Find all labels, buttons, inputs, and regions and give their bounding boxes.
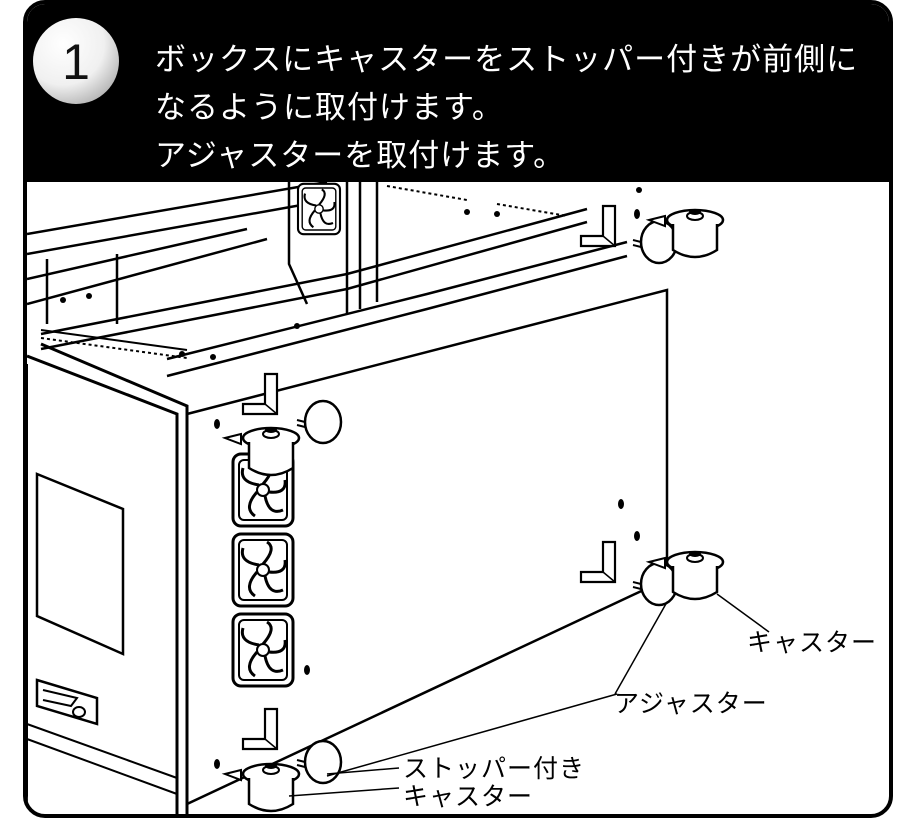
step-number-badge: 1 — [33, 18, 119, 104]
instruction-line-1: ボックスにキャスターをストッパー付きが前側に — [155, 42, 859, 78]
instruction-line-2: なるように取付けます。 — [155, 90, 504, 126]
stopper-caster-label-line2: キャスター — [403, 782, 534, 811]
step-number: 1 — [62, 34, 90, 90]
instruction-line-3: アジャスターを取付けます。 — [155, 138, 566, 174]
instruction-panel: 1 ボックスにキャスターをストッパー付きが前側に なるように取付けます。 アジャ… — [23, 0, 893, 818]
caster-label: キャスター — [747, 628, 878, 657]
adjuster-label: アジャスター — [614, 689, 768, 718]
instruction-header: 1 ボックスにキャスターをストッパー付きが前側に なるように取付けます。 アジャ… — [27, 4, 889, 182]
assembly-illustration — [27, 180, 770, 814]
stopper-caster-label-line1: ストッパー付き — [403, 754, 586, 783]
